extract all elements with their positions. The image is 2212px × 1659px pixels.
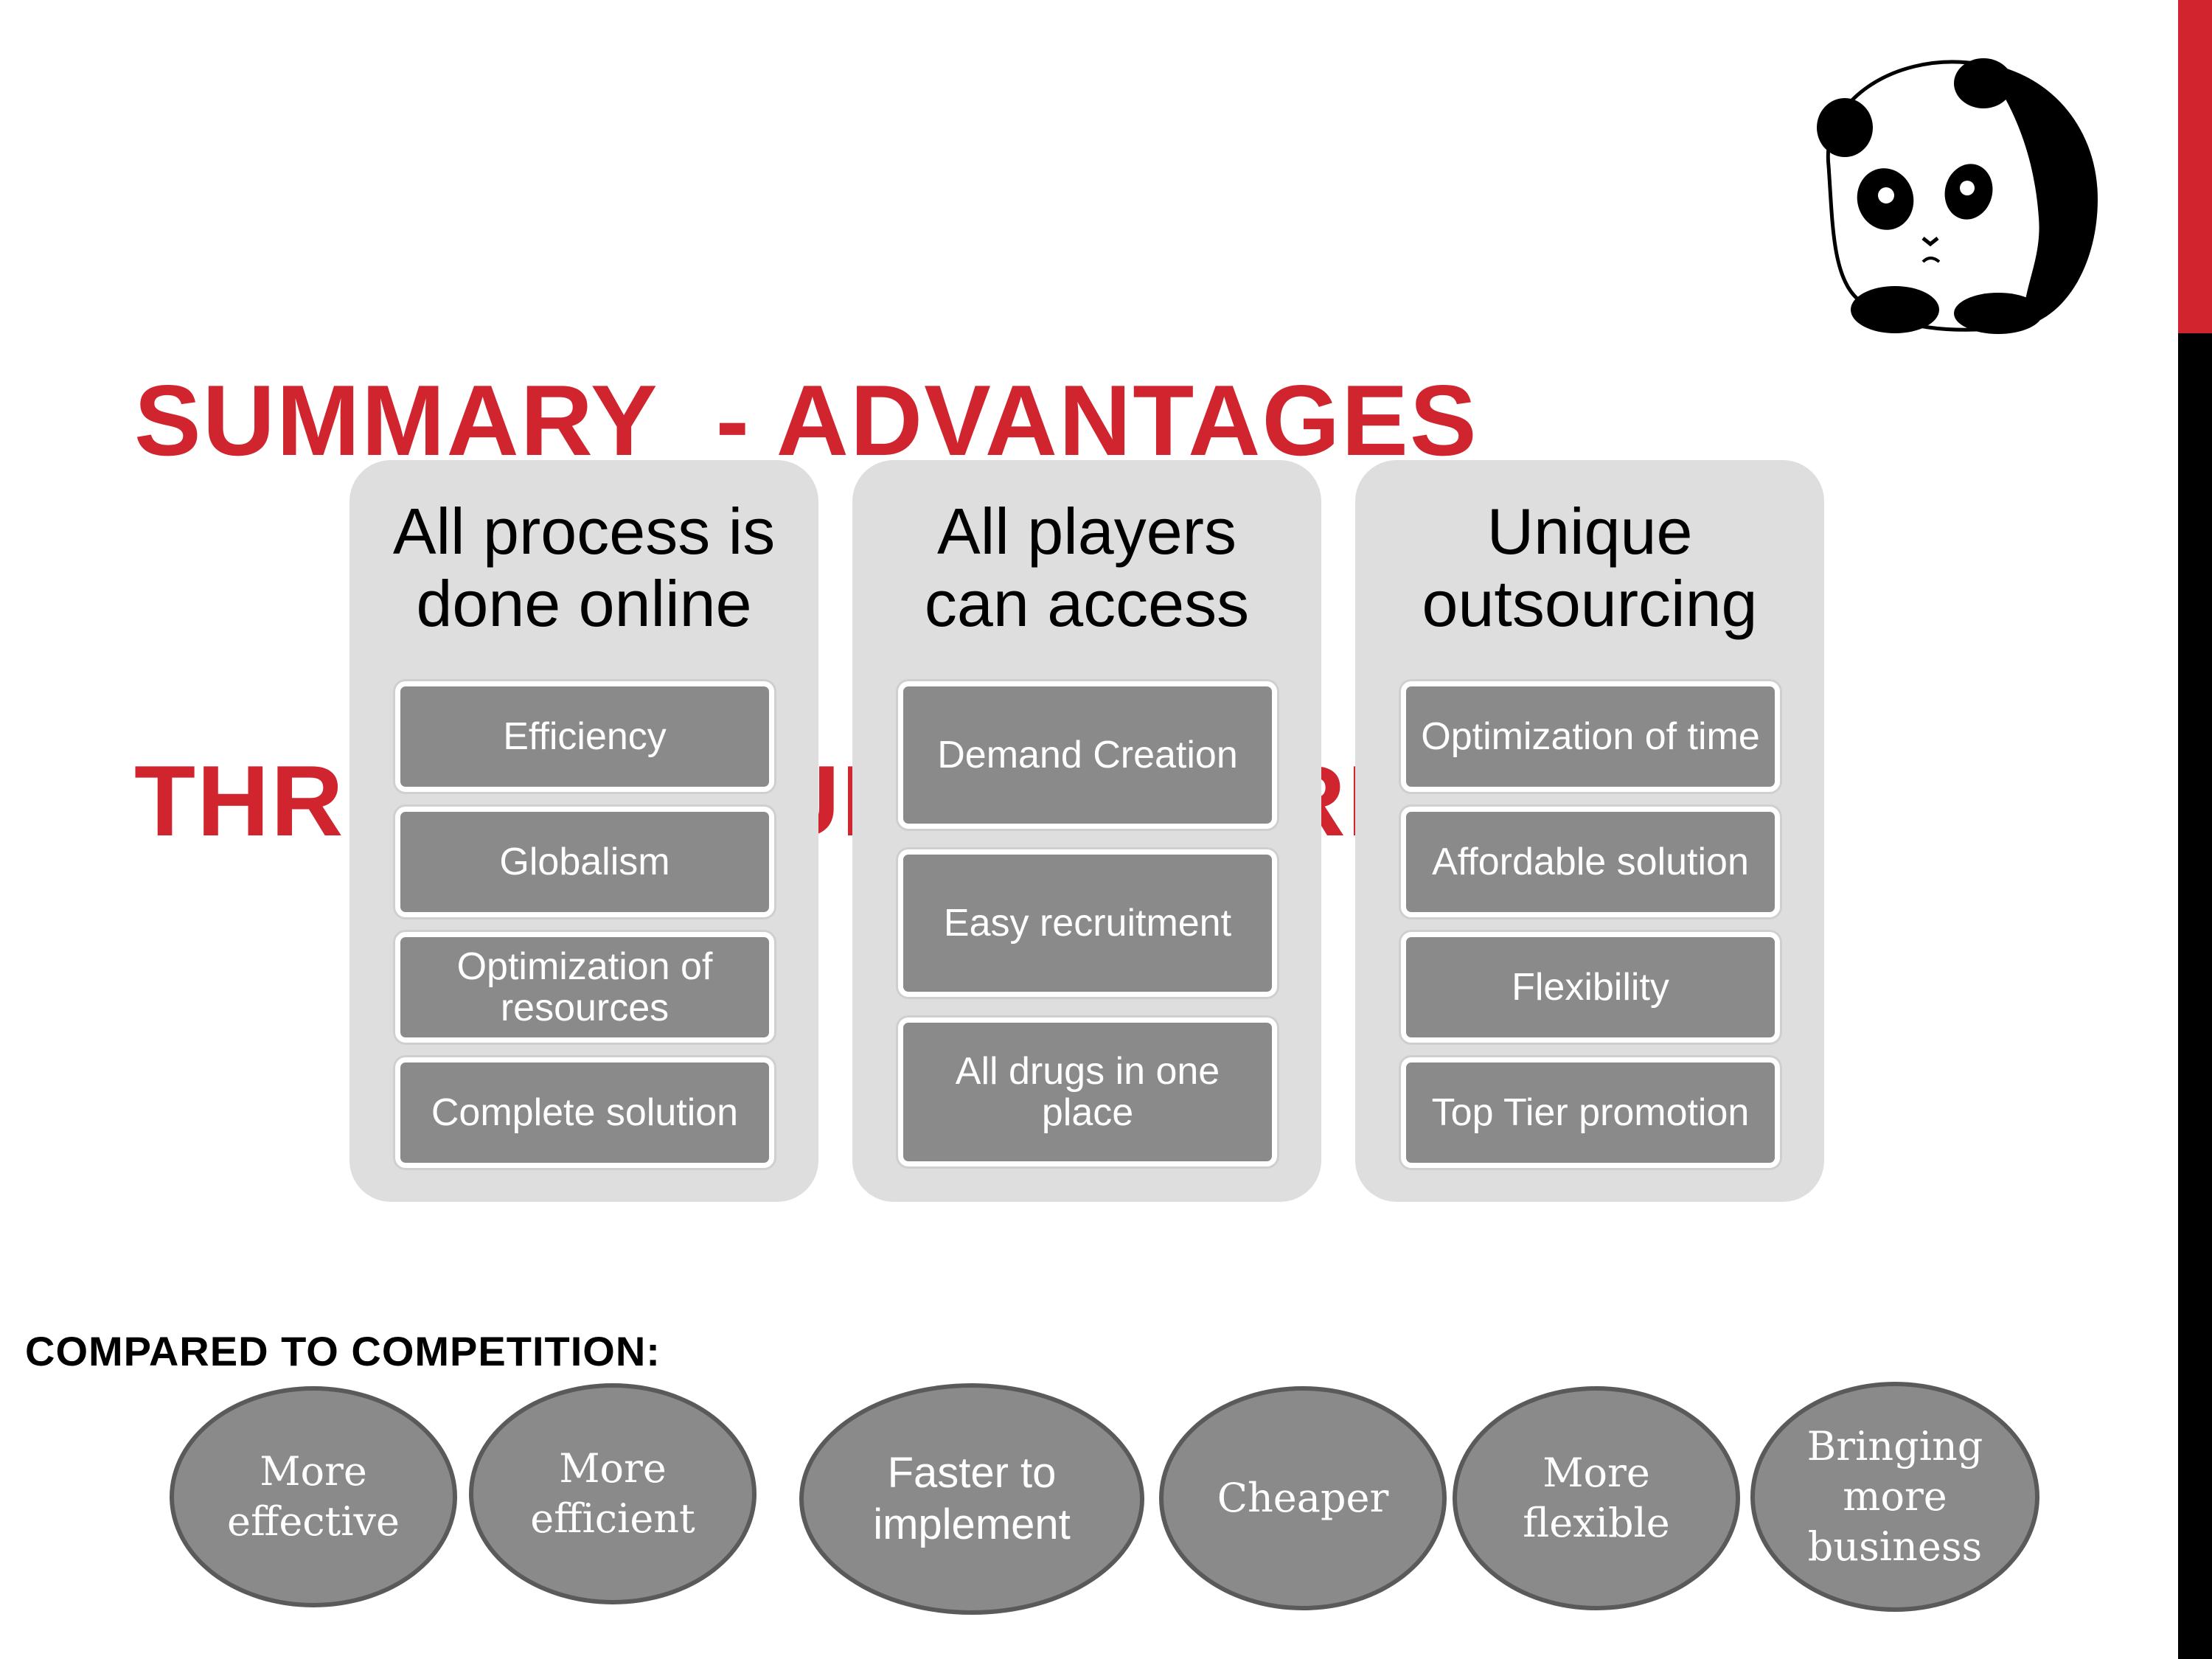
- oval-more-efficient: More efficient: [469, 1383, 757, 1604]
- card-complete-solution: Complete solution: [395, 1057, 774, 1168]
- column-heading: All players can access: [924, 495, 1250, 640]
- card-flexibility: Flexibility: [1401, 932, 1780, 1043]
- oval-more-effective: More effective: [170, 1386, 457, 1607]
- oval-bringing-more-business: Bringing more business: [1750, 1382, 2039, 1612]
- feature-column-online: All process is done online Efficiency Gl…: [349, 460, 818, 1202]
- column-heading: All process is done online: [392, 495, 776, 640]
- title-line-1: SUMMARY - ADVANTAGES: [134, 364, 1478, 476]
- card-top-tier-promotion: Top Tier promotion: [1401, 1057, 1780, 1168]
- card-affordable-solution: Affordable solution: [1401, 807, 1780, 917]
- edge-accent-bar-red: [2178, 0, 2212, 333]
- card-easy-recruitment: Easy recruitment: [898, 849, 1277, 997]
- oval-faster-to-implement: Faster to implement: [799, 1383, 1144, 1615]
- edge-accent-bar-black: [2178, 333, 2212, 1659]
- card-optimization-resources: Optimization of resources: [395, 932, 774, 1043]
- oval-cheaper: Cheaper: [1159, 1386, 1447, 1610]
- panda-icon: [1817, 58, 2098, 334]
- column-heading: Unique outsourcing: [1422, 495, 1758, 640]
- feature-column-outsourcing: Unique outsourcing Optimization of time …: [1355, 460, 1824, 1202]
- comparison-label: COMPARED TO COMPETITION:: [25, 1328, 661, 1374]
- card-globalism: Globalism: [395, 807, 774, 917]
- card-efficiency: Efficiency: [395, 681, 774, 792]
- card-all-drugs: All drugs in one place: [898, 1018, 1277, 1166]
- card-demand-creation: Demand Creation: [898, 681, 1277, 829]
- oval-more-flexible: More flexible: [1453, 1386, 1740, 1610]
- feature-column-players: All players can access Demand Creation E…: [852, 460, 1321, 1202]
- card-optimization-time: Optimization of time: [1401, 681, 1780, 792]
